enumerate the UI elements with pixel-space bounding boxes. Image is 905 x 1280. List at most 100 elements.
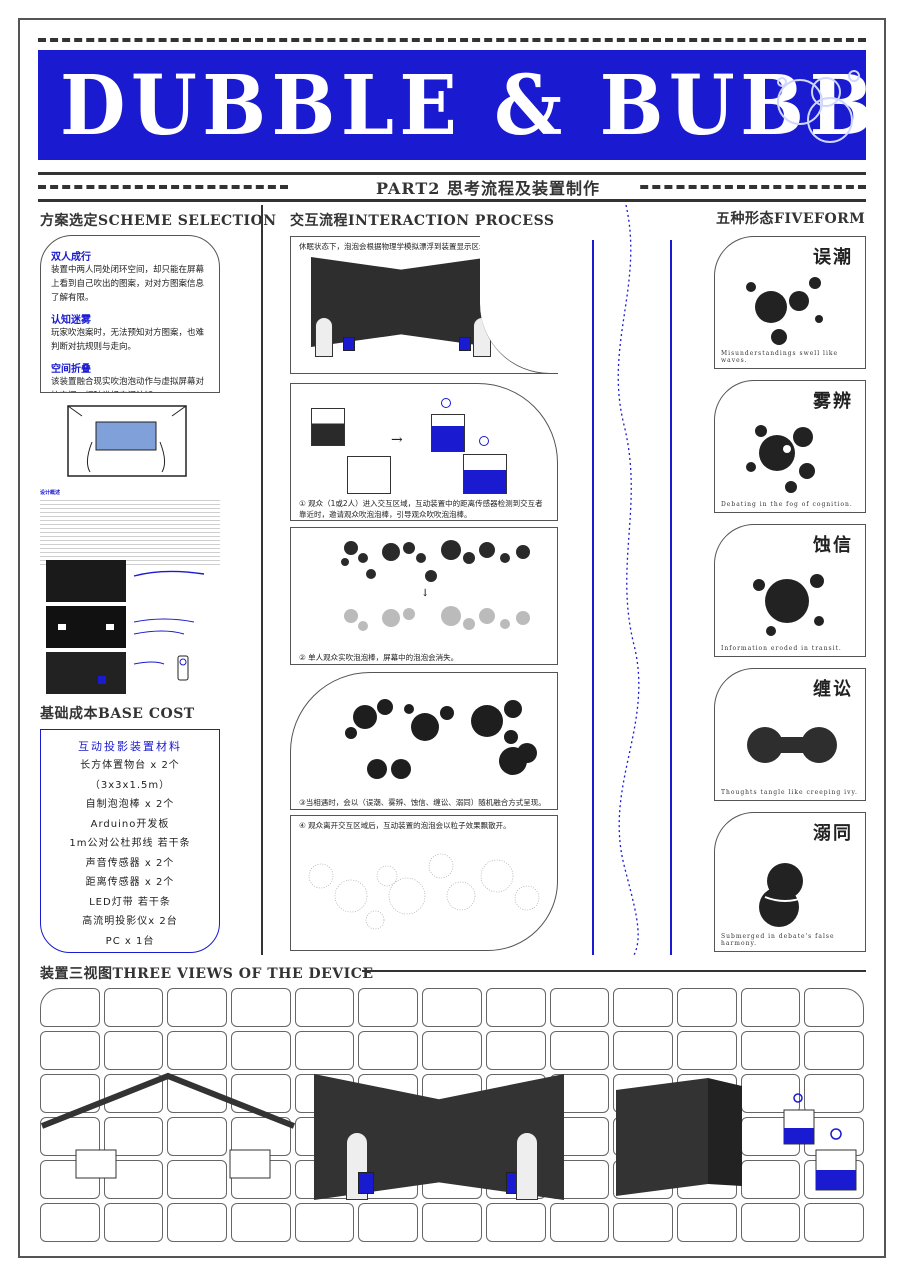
grid-cell xyxy=(485,1031,546,1070)
subtitle-bar: PART2 思考流程及装置制作 xyxy=(38,172,866,202)
step-caption: ③当相遇时，会以（误潮、雾辨、蚀信、缠讼、溺同）随机融合方式呈现。 xyxy=(299,798,546,807)
device-sketch xyxy=(67,405,187,477)
grid-cell xyxy=(358,1031,419,1070)
column-divider xyxy=(261,205,263,955)
poster-frame xyxy=(18,18,886,1258)
form-name: 缠讼 xyxy=(813,679,853,700)
cost-item: 长方体置物台 x 2个 xyxy=(80,760,180,771)
scheme-text-1: 装置中两人同处闭环空间，却只能在屏幕上看到自己吹出的图案，对对方图案信息了解有限… xyxy=(51,265,205,303)
step-caption: ② 单人观众实吹泡泡棒，屏幕中的泡泡会消失。 xyxy=(299,653,459,662)
title-banner: DUBBLE & BUBBLE xyxy=(38,50,866,160)
form-name: 误潮 xyxy=(813,247,853,268)
grid-cell xyxy=(804,1203,864,1242)
grid-cell xyxy=(613,1031,673,1070)
scheme-heading-2: 认知迷雾 xyxy=(51,315,91,326)
grid-cell xyxy=(358,988,419,1027)
scheme-heading-1: 双人成行 xyxy=(51,252,91,263)
grid-cell xyxy=(549,1203,610,1242)
grid-cell xyxy=(740,1031,801,1070)
grid-cell xyxy=(231,1031,291,1070)
form-caption: Thoughts tangle like creeping ivy. xyxy=(721,789,858,796)
grid-cell xyxy=(167,988,228,1027)
grid-cell xyxy=(294,1031,355,1070)
grid-cell xyxy=(485,988,546,1027)
grid-cell xyxy=(740,1203,801,1242)
form-card-shixin: 蚀信 Information eroded in transit. xyxy=(714,524,866,657)
top-view xyxy=(40,1072,296,1179)
step-caption: ④ 观众离开交互区域后，互动装置的泡泡会以粒子效果飘散开。 xyxy=(299,821,511,830)
cost-card: 互动投影装置材料 长方体置物台 x 2个 （3x3x1.5m） 自制泡泡棒 x … xyxy=(40,729,220,953)
dotted-path xyxy=(617,205,640,955)
cost-item: 1m公对公杜邦线 若干条 xyxy=(69,838,191,849)
grid-cell xyxy=(485,1203,546,1242)
scheme-card: 双人成行 装置中两人同处闭环空间，却只能在屏幕上看到自己吹出的图案，对对方图案信… xyxy=(40,235,220,393)
poster-title: DUBBLE & BUBBLE xyxy=(60,58,866,154)
storyboard-frame xyxy=(46,560,126,602)
svg-text:↓: ↓ xyxy=(421,588,429,599)
cost-item: （3x3x1.5m） xyxy=(89,779,171,791)
grid-cell xyxy=(676,1031,737,1070)
grid-cell xyxy=(167,1203,228,1242)
form-caption: Submerged in debate's false harmony. xyxy=(721,933,835,947)
form-name: 蚀信 xyxy=(813,535,853,556)
step-caption: ① 观众（1或2人）进入交互区域，互动装置中的距离传感器检测到交互者靠近时，邀请… xyxy=(299,499,543,519)
cost-item: 高流明投影仪x 2台 xyxy=(82,916,178,927)
grid-cell xyxy=(358,1203,419,1242)
side-view xyxy=(616,1078,857,1196)
cost-heading: 互动投影装置材料 xyxy=(78,740,182,753)
cost-item: 声音传感器 x 2个 xyxy=(85,857,175,869)
design-notes: 设计概述 xyxy=(40,490,220,567)
grid-cell xyxy=(740,1074,801,1113)
grid-cell xyxy=(422,988,482,1027)
scheme-text-2: 玩家吹泡案时，无法预知对方图案，也难判断对抗规则与走向。 xyxy=(51,328,205,352)
scheme-text-3: 该装置融合现实吹泡泡动作与虚拟屏幕对抗空间，打破常规空间认知。 xyxy=(51,377,205,392)
scheme-title: 方案选定SCHEME SELECTION xyxy=(40,213,277,229)
section-subtitle: PART2 思考流程及装置制作 xyxy=(338,175,638,199)
grid-cell xyxy=(676,1203,737,1242)
grid-cell xyxy=(613,988,673,1027)
top-dash-rule xyxy=(38,38,866,42)
grid-cell xyxy=(40,1203,100,1242)
cost-item: PC x 1台 xyxy=(105,935,155,947)
grid-cell xyxy=(167,1160,228,1199)
grid-cell xyxy=(740,1160,801,1199)
grid-cell xyxy=(103,1031,164,1070)
grid-cell xyxy=(549,988,610,1027)
interaction-title: 交互流程INTERACTION PROCESS xyxy=(290,213,555,229)
grid-cell xyxy=(167,1117,228,1156)
grid-cell xyxy=(167,1031,228,1070)
cost-item: 距离传感器 x 2个 xyxy=(85,877,175,888)
grid-cell xyxy=(676,988,737,1027)
form-card-nitong: 溺同 Submerged in debate's false harmony. xyxy=(714,812,866,952)
views-title: 装置三视图THREE VIEWS OF THE DEVICE xyxy=(40,966,374,982)
form-card-chansong: 缠讼 Thoughts tangle like creeping ivy. xyxy=(714,668,866,801)
grid-cell xyxy=(294,1203,355,1242)
grid-cell xyxy=(549,1031,610,1070)
grid-cell xyxy=(103,1203,164,1242)
blue-divider xyxy=(670,240,672,955)
bubble-logo-icon xyxy=(777,70,860,143)
scheme-heading-3: 空间折叠 xyxy=(51,364,91,375)
grid-cell xyxy=(294,988,355,1027)
step-caption: 休眠状态下，泡泡会根据物理学模拟漂浮到装置显示区域的上方。 xyxy=(299,242,517,251)
form-caption: Misunderstandings swell like waves. xyxy=(721,350,839,364)
grid-cell xyxy=(40,1031,100,1070)
form-card-wubian: 雾辨 Debating in the fog of cognition. xyxy=(714,380,866,513)
form-name: 雾辨 xyxy=(813,391,853,412)
cost-item: 自制泡泡棒 x 2个 xyxy=(85,799,175,810)
form-caption: Debating in the fog of cognition. xyxy=(721,501,853,508)
grid-cell xyxy=(740,988,801,1027)
grid-cell xyxy=(422,1031,482,1070)
form-card-wuchao: 误潮 Misunderstandings swell like waves. xyxy=(714,236,866,369)
grid-cell xyxy=(804,988,864,1027)
grid-cell xyxy=(804,1074,864,1113)
grid-cell xyxy=(40,988,100,1027)
form-caption: Information eroded in transit. xyxy=(721,645,842,652)
grid-cell xyxy=(103,988,164,1027)
storyboard-frame xyxy=(46,652,126,694)
grid-cell xyxy=(613,1203,673,1242)
cost-title: 基础成本BASE COST xyxy=(40,706,195,722)
step-card-particles: ④ 观众离开交互区域后，互动装置的泡泡会以粒子效果飘散开。 xyxy=(290,815,558,951)
step-card-blow: ↓ ② 单人观众实吹泡泡棒，屏幕中的泡泡会消失。 xyxy=(290,527,558,665)
storyboard-frame xyxy=(46,606,126,648)
